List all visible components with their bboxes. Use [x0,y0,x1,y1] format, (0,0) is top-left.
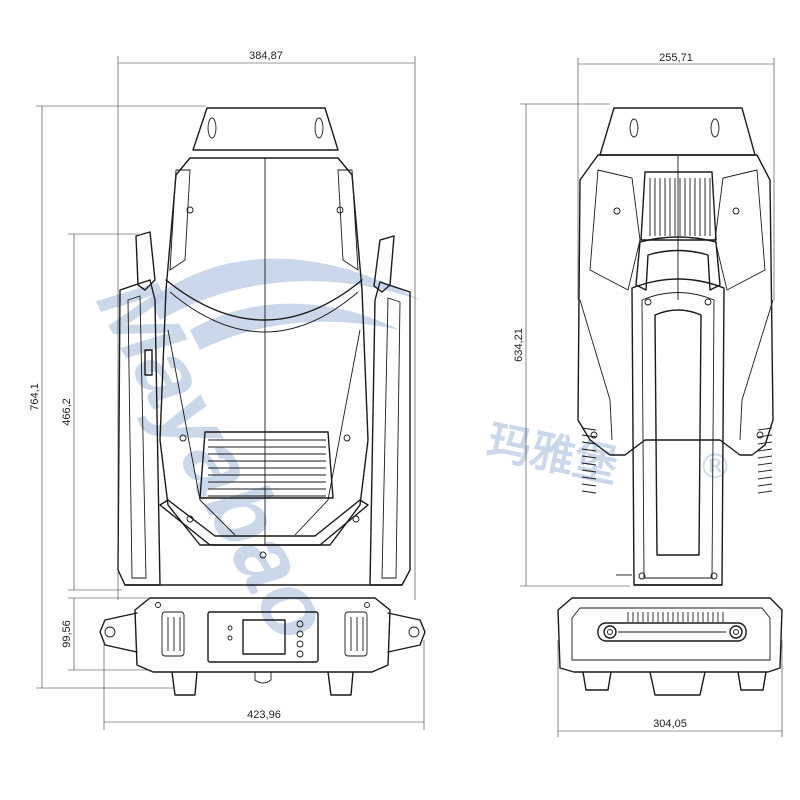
drawing-line [581,476,597,480]
drawing-line [581,462,597,466]
drawing-line [757,448,773,452]
drawing-line [757,427,773,431]
dim-front-arm-height: 466,2 [61,398,73,426]
side-heat-sink [640,171,717,241]
side-head-body [577,154,774,494]
watermark-cjk: 玛雅堡 [483,416,623,493]
drawing-line [581,455,597,459]
dim-front-base-height: 99,56 [61,620,73,648]
side-carry-handle [635,236,721,291]
side-head-top-handle [599,107,756,156]
drawing-line [581,469,597,473]
front-dimensions: 384,87 764,1 466,2 99,56 423,96 [29,50,425,730]
drawing-line [581,427,597,431]
front-head-top-handle [192,107,339,151]
drawing-line [757,476,773,480]
dim-side-top-width: 255,71 [659,52,693,64]
drawing-line [581,441,597,445]
drawing-line [581,490,597,494]
front-arm-handle-left [135,231,156,291]
watermark-registered-mark: ® [698,447,732,487]
front-vent-grille [199,431,334,499]
drawing-line [757,483,773,487]
drawing-line [757,469,773,473]
drawing-line [757,434,773,438]
drawing-line [581,483,597,487]
front-base [99,597,426,696]
drawing-line [757,490,773,494]
drawing-line [757,462,773,466]
front-arm-handle-right [373,235,395,293]
drawing-line [581,434,597,438]
dim-side-base-width: 304,05 [653,718,687,730]
dim-front-base-width: 423,96 [247,709,281,721]
dim-side-total-height: 634,21 [513,328,525,362]
front-head-body [159,157,369,559]
side-base [557,597,783,696]
dim-front-total-height: 764,1 [29,383,41,411]
drawing-line [757,441,773,445]
drawing-line [581,448,597,452]
side-view [557,107,783,696]
drawing-line [757,455,773,459]
front-view [99,107,426,696]
side-dimensions: 255,71 634,21 304,05 [513,52,783,737]
watermark-swoosh-icon [150,258,420,350]
side-yoke-arm [616,278,725,586]
dim-front-top-width: 384,87 [249,50,283,62]
